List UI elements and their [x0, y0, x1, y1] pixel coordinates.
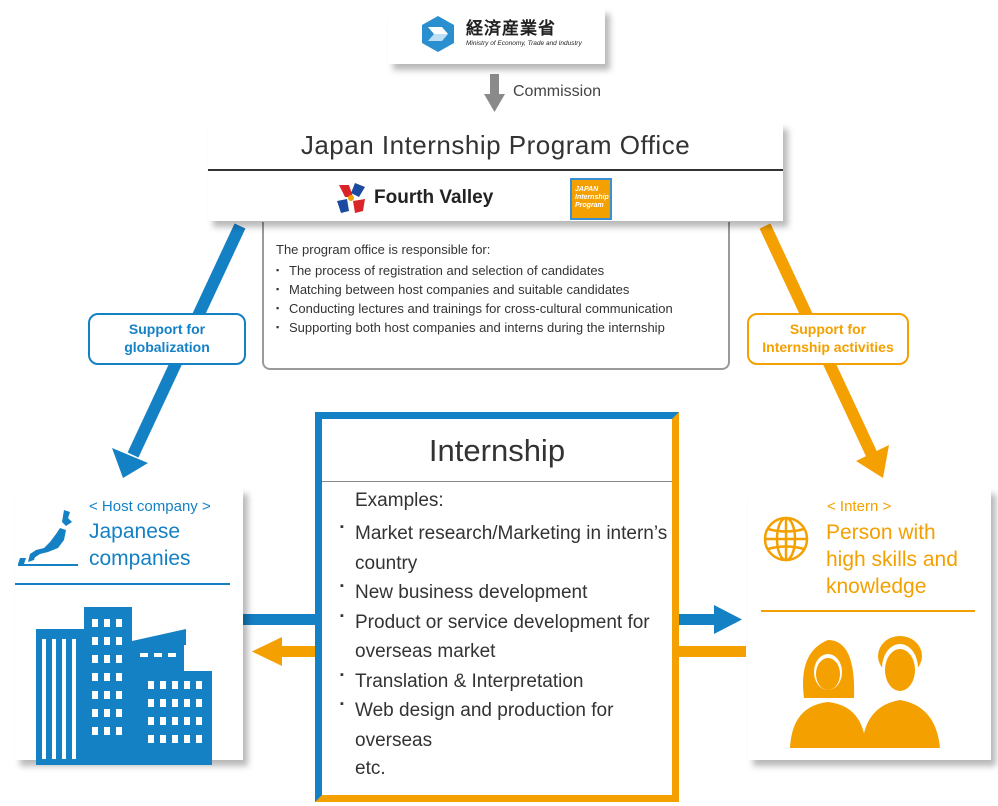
intern-name: Person with high skills and knowledge [826, 519, 958, 600]
commission-label: Commission [513, 83, 602, 100]
fourth-valley-name: Fourth Valley [374, 187, 494, 208]
pill-line: globalization [124, 339, 210, 355]
list-item: Translation & Interpretation [340, 661, 670, 697]
host-company-name: Japanese companies [89, 518, 191, 572]
host-name-line: Japanese [89, 520, 181, 543]
host-divider [15, 583, 230, 585]
list-item: Product or service development for overs… [340, 602, 670, 667]
intern-name-line: Person with [826, 521, 936, 544]
intern-name-line: knowledge [826, 575, 927, 598]
list-item: Conducting lectures and trainings for cr… [276, 299, 728, 318]
fourth-valley-logo-icon [337, 183, 365, 213]
japan-map-icon [18, 510, 78, 566]
host-to-internship-bar [243, 614, 319, 625]
globe-icon [763, 516, 809, 562]
host-company-label: < Host company > [89, 498, 211, 515]
list-item: Matching between host companies and suit… [276, 280, 728, 299]
intern-label: < Intern > [827, 498, 892, 515]
office-divider [208, 169, 783, 171]
internship-title: Internship [428, 433, 566, 468]
list-item: The process of registration and selectio… [276, 261, 728, 280]
intern-divider [761, 610, 975, 612]
intern-box [748, 488, 991, 760]
examples-list: Market research/Marketing in intern’s co… [340, 513, 670, 755]
buildings-icon [36, 607, 212, 765]
host-name-line: companies [89, 547, 191, 570]
intern-to-internship-bar [678, 646, 746, 657]
pill-line: Support for [789, 321, 867, 337]
internship-to-intern-arrow [678, 605, 742, 634]
meti-name-en: Ministry of Economy, Trade and Industry [466, 40, 582, 47]
intern-name-line: high skills and [826, 548, 958, 571]
responsibilities-intro: The program office is responsible for: [276, 242, 491, 257]
pill-line: Internship activities [762, 339, 894, 355]
examples-label: Examples: [355, 490, 444, 511]
program-office-title: Japan Internship Program Office [300, 130, 691, 160]
internship-to-host-arrow [252, 637, 318, 666]
people-icon [790, 636, 940, 748]
arrow-down-icon [484, 74, 505, 112]
list-item: New business development [340, 572, 670, 608]
list-item: Supporting both host companies and inter… [276, 318, 728, 337]
meti-name-jp: 経済産業省 [466, 19, 556, 39]
support-globalization-label: Support for globalization [88, 313, 246, 365]
list-item: Market research/Marketing in intern’s co… [340, 513, 670, 578]
examples-etc: etc. [355, 758, 386, 779]
program-office-box [208, 123, 783, 221]
support-internship-label: Support for Internship activities [747, 313, 909, 365]
pill-line: Support for [128, 321, 206, 337]
list-item: Web design and production for overseas [340, 690, 670, 755]
meti-logo-icon [422, 16, 454, 52]
internship-divider [322, 481, 672, 482]
jip-logo: JAPAN Internship Program [570, 178, 612, 220]
responsibilities-list: The process of registration and selectio… [276, 261, 728, 337]
